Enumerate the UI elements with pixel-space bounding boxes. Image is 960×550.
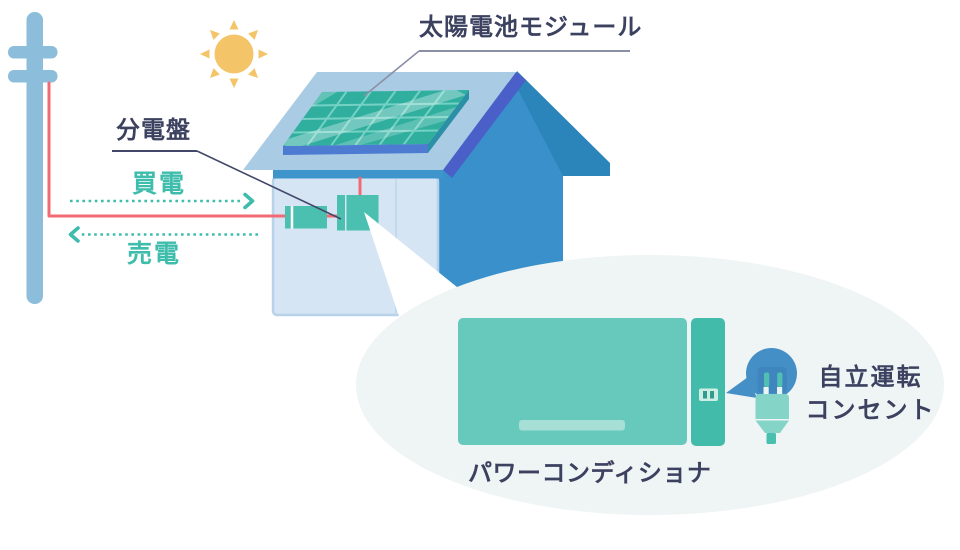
distribution-board-label: 分電盤 bbox=[116, 116, 191, 144]
house-roof-right bbox=[513, 71, 610, 176]
sell-arrow bbox=[68, 226, 258, 243]
roof-fascia bbox=[273, 170, 443, 179]
sell-power-label: 売電 bbox=[127, 239, 182, 268]
standalone-outlet-label-line1: 自立運転 bbox=[818, 363, 923, 391]
utility-pole-icon bbox=[8, 12, 58, 304]
solar-module-label: 太陽電池モジュール bbox=[419, 13, 643, 41]
buy-arrow bbox=[70, 192, 255, 210]
callout-lines bbox=[112, 50, 630, 220]
outlet-plate bbox=[699, 388, 718, 401]
sun-icon bbox=[200, 20, 268, 88]
roof-trim bbox=[443, 72, 526, 178]
plug-icon bbox=[726, 348, 797, 444]
buy-power-label: 買電 bbox=[132, 169, 187, 198]
standalone-outlet-label-line2: コンセント bbox=[805, 396, 936, 424]
power-conditioner-detail bbox=[458, 318, 725, 446]
standalone-outlet-label: 自立運転 コンセント bbox=[798, 361, 943, 427]
distribution-board-box bbox=[285, 206, 327, 229]
power-conditioner-label: パワーコンディショナ bbox=[468, 459, 712, 487]
solar-panel bbox=[283, 90, 469, 155]
wall-devices bbox=[285, 195, 379, 231]
power-conditioner-box-bar bbox=[337, 195, 345, 231]
